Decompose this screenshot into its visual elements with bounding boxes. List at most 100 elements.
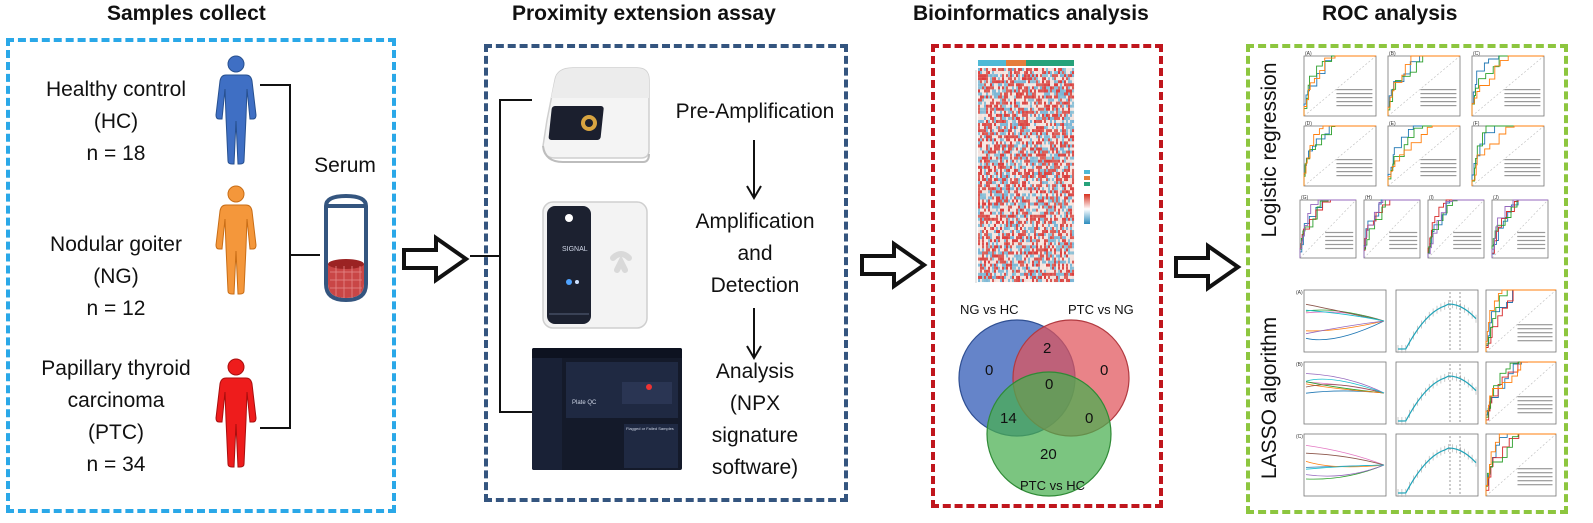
venn-count-ng-ptcng: 2 xyxy=(1043,340,1052,357)
svg-text:(J): (J) xyxy=(1493,195,1499,201)
lasso-cv-plot xyxy=(1395,433,1479,497)
heatmap xyxy=(975,60,1090,283)
step-detection: Detection xyxy=(710,274,800,297)
lasso-coefficient-plot: (A) xyxy=(1296,289,1387,353)
lasso-algorithm-label: LASSO algorithm xyxy=(1258,316,1281,480)
roc-thumbnail: (A) xyxy=(1303,51,1377,117)
hc-group-abbr: (HC) xyxy=(93,110,139,133)
npx-software-screenshot: Plate QC Flagged or Failed Samples xyxy=(532,348,682,470)
samples-bracket xyxy=(260,84,320,429)
venn-label-ptc-hc: PTC vs HC xyxy=(1020,478,1085,493)
pea-title: Proximity extension assay xyxy=(512,2,776,25)
ng-group-n: n = 12 xyxy=(86,297,146,320)
venn-label-ng-hc: NG vs HC xyxy=(960,302,1019,317)
svg-text:(C): (C) xyxy=(1473,51,1480,57)
thermal-cycler-image xyxy=(542,67,650,163)
venn-count-ng-only: 0 xyxy=(985,362,994,379)
svg-text:(I): (I) xyxy=(1429,195,1434,201)
venn-label-ptc-ng: PTC vs NG xyxy=(1068,302,1134,317)
svg-text:(D): (D) xyxy=(1305,121,1312,127)
software-list-title: Flagged or Failed Samples xyxy=(626,426,674,431)
logistic-roc-grid: (A) (B) (C) (D) (E) (F) (G) (H) (I) (J) xyxy=(1299,51,1549,259)
lasso-plot-grid: (A) (B) (C) xyxy=(1296,289,1557,497)
venn-diagram xyxy=(958,319,1130,497)
signature-instrument-label: SIGNAL xyxy=(562,246,588,253)
step-amplification: Amplification xyxy=(695,210,815,233)
venn-count-ptcng-only: 0 xyxy=(1100,362,1109,379)
svg-text:(B): (B) xyxy=(1296,362,1303,368)
roc-thumbnail: (G) xyxy=(1299,195,1357,259)
roc-thumbnail: (I) xyxy=(1427,195,1485,259)
bioinformatics-title: Bioinformatics analysis xyxy=(913,2,1149,25)
venn-circle-ptc-hc xyxy=(986,371,1112,497)
arrow-right-icon xyxy=(402,234,470,284)
hc-person-icon xyxy=(215,55,257,165)
svg-text:(F): (F) xyxy=(1473,121,1480,127)
lasso-coefficient-plot: (B) xyxy=(1296,361,1387,425)
step-software: software) xyxy=(711,456,799,479)
flow-arrows xyxy=(746,140,762,360)
roc-thumbnail xyxy=(1485,289,1557,353)
ptc-group-n: n = 34 xyxy=(86,453,146,476)
roc-thumbnail xyxy=(1485,361,1557,425)
signature-instrument-image xyxy=(542,201,648,329)
samples-collect-title: Samples collect xyxy=(107,2,266,25)
software-top-bar xyxy=(532,348,682,358)
software-chart xyxy=(622,382,672,404)
ng-group-name: Nodular goiter xyxy=(50,233,182,256)
roc-analysis-title: ROC analysis xyxy=(1322,2,1458,25)
lasso-cv-plot xyxy=(1395,361,1479,425)
roc-thumbnail: (B) xyxy=(1387,51,1461,117)
roc-thumbnail: (H) xyxy=(1363,195,1421,259)
lasso-cv-plot xyxy=(1395,289,1479,353)
software-panel-title: Plate QC xyxy=(572,400,597,406)
venn-count-ptcng-ptchc: 0 xyxy=(1085,410,1094,427)
venn-count-ptchc-only: 20 xyxy=(1040,446,1057,463)
ptc-group-name-line2: carcinoma xyxy=(67,389,165,412)
logistic-regression-label: Logistic regression xyxy=(1258,62,1281,238)
ptc-person-icon xyxy=(215,358,257,468)
heatmap-group-bar-3 xyxy=(1026,60,1074,66)
pea-bracket xyxy=(470,99,532,413)
ptc-group-name-line1: Papillary thyroid xyxy=(41,357,191,380)
roc-thumbnail: (D) xyxy=(1303,121,1377,187)
step-pre-amplification: Pre-Amplification xyxy=(675,100,835,123)
svg-text:(C): (C) xyxy=(1296,434,1303,440)
hc-group-n: n = 18 xyxy=(86,142,146,165)
ng-group-abbr: (NG) xyxy=(93,265,139,288)
roc-thumbnail: (E) xyxy=(1387,121,1461,187)
roc-thumbnail xyxy=(1485,433,1557,497)
svg-text:(B): (B) xyxy=(1389,51,1396,57)
samples-panel xyxy=(6,38,396,513)
bioinformatics-panel xyxy=(931,44,1163,508)
software-sidebar xyxy=(532,358,562,470)
svg-text:(A): (A) xyxy=(1305,51,1312,57)
ng-person-icon xyxy=(215,185,257,295)
ptc-group-abbr: (PTC) xyxy=(88,421,144,444)
step-analysis: Analysis xyxy=(715,360,795,383)
serum-tube-icon xyxy=(323,193,369,303)
step-signature: signature xyxy=(711,424,799,447)
roc-thumbnail: (F) xyxy=(1471,121,1545,187)
step-and: and xyxy=(737,242,773,265)
arrow-right-icon xyxy=(860,240,928,290)
heatmap-legend xyxy=(1084,170,1090,224)
svg-text:(A): (A) xyxy=(1296,290,1303,296)
roc-thumbnail: (C) xyxy=(1471,51,1545,117)
pea-panel xyxy=(484,44,848,502)
svg-text:(E): (E) xyxy=(1389,121,1396,127)
venn-count-all-three: 0 xyxy=(1045,376,1054,393)
arrow-right-icon xyxy=(1174,242,1242,292)
heatmap-cells xyxy=(978,68,1075,283)
svg-text:(G): (G) xyxy=(1301,195,1309,201)
heatmap-group-bar-1 xyxy=(978,60,1006,66)
roc-thumbnail: (J) xyxy=(1491,195,1549,259)
software-flag-dot xyxy=(646,384,652,390)
hc-group-name: Healthy control xyxy=(45,78,187,101)
software-list xyxy=(624,424,678,468)
roc-panel xyxy=(1246,44,1568,514)
lasso-coefficient-plot: (C) xyxy=(1296,433,1387,497)
step-npx: (NPX xyxy=(729,392,781,415)
venn-count-ng-ptchc: 14 xyxy=(1000,410,1017,427)
serum-label: Serum xyxy=(314,154,376,177)
